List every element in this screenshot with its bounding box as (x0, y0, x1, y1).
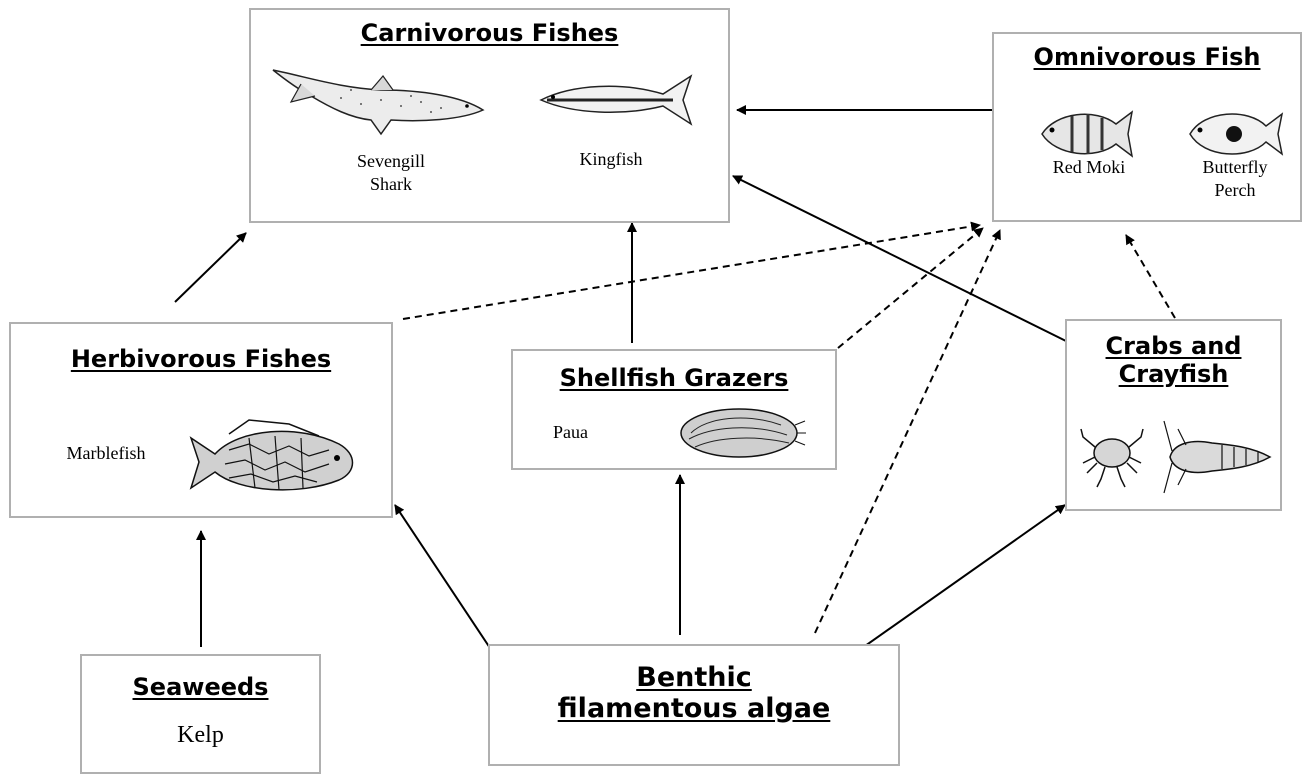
arrow-benthic-to-herbivorous (395, 505, 490, 648)
title-line: Crabs and (1067, 333, 1280, 361)
title-line: Benthic (490, 662, 898, 693)
caption-sevengill-shark: Sevengill Shark (331, 150, 451, 197)
butterfly-perch-icon (1186, 104, 1286, 164)
marblefish-icon (189, 414, 361, 504)
node-crabs-and-crayfish: Crabs and Crayfish (1065, 319, 1282, 511)
crab-icon (1077, 425, 1147, 491)
node-title: Crabs and Crayfish (1067, 333, 1280, 388)
title-line: filamentous algae (490, 693, 898, 724)
title-line: Crayfish (1067, 361, 1280, 389)
crayfish-icon (1162, 417, 1274, 497)
node-title: Benthic filamentous algae (490, 662, 898, 724)
kingfish-icon (533, 70, 703, 126)
caption-line: Butterfly (1180, 156, 1290, 179)
caption-marblefish: Marblefish (41, 442, 171, 465)
arrow-benthic-to-crabs (848, 505, 1065, 658)
caption-line: Shark (331, 173, 451, 196)
node-seaweeds: Seaweeds Kelp (80, 654, 321, 774)
caption-butterfly-perch: Butterfly Perch (1180, 156, 1290, 203)
caption-line: Sevengill (331, 150, 451, 173)
caption-line: Perch (1180, 179, 1290, 202)
node-title: Seaweeds (82, 674, 319, 702)
arrow-crabs-to-omnivorous (1126, 235, 1175, 318)
caption-kelp: Kelp (82, 720, 319, 751)
red-moki-icon (1036, 104, 1136, 164)
node-title: Omnivorous Fish (994, 44, 1300, 72)
node-title: Herbivorous Fishes (11, 346, 391, 374)
paua-icon (677, 403, 807, 463)
node-benthic-filamentous-algae: Benthic filamentous algae (488, 644, 900, 766)
arrow-herbivorous-to-omnivorous (403, 225, 980, 319)
node-shellfish-grazers: Shellfish Grazers Paua (511, 349, 837, 470)
caption-paua: Paua (553, 421, 623, 444)
node-herbivorous-fishes: Herbivorous Fishes Marblefish (9, 322, 393, 518)
node-title: Shellfish Grazers (513, 365, 835, 393)
node-title: Carnivorous Fishes (251, 20, 728, 48)
caption-kingfish: Kingfish (551, 148, 671, 171)
caption-red-moki: Red Moki (1024, 156, 1154, 179)
arrow-herbivorous-to-carnivorous (175, 233, 246, 302)
node-omnivorous-fish: Omnivorous Fish Red Moki Butterfly Perch (992, 32, 1302, 222)
node-carnivorous-fishes: Carnivorous Fishes Sevengill Shark Kingf… (249, 8, 730, 223)
sevengill-shark-icon (271, 60, 491, 140)
